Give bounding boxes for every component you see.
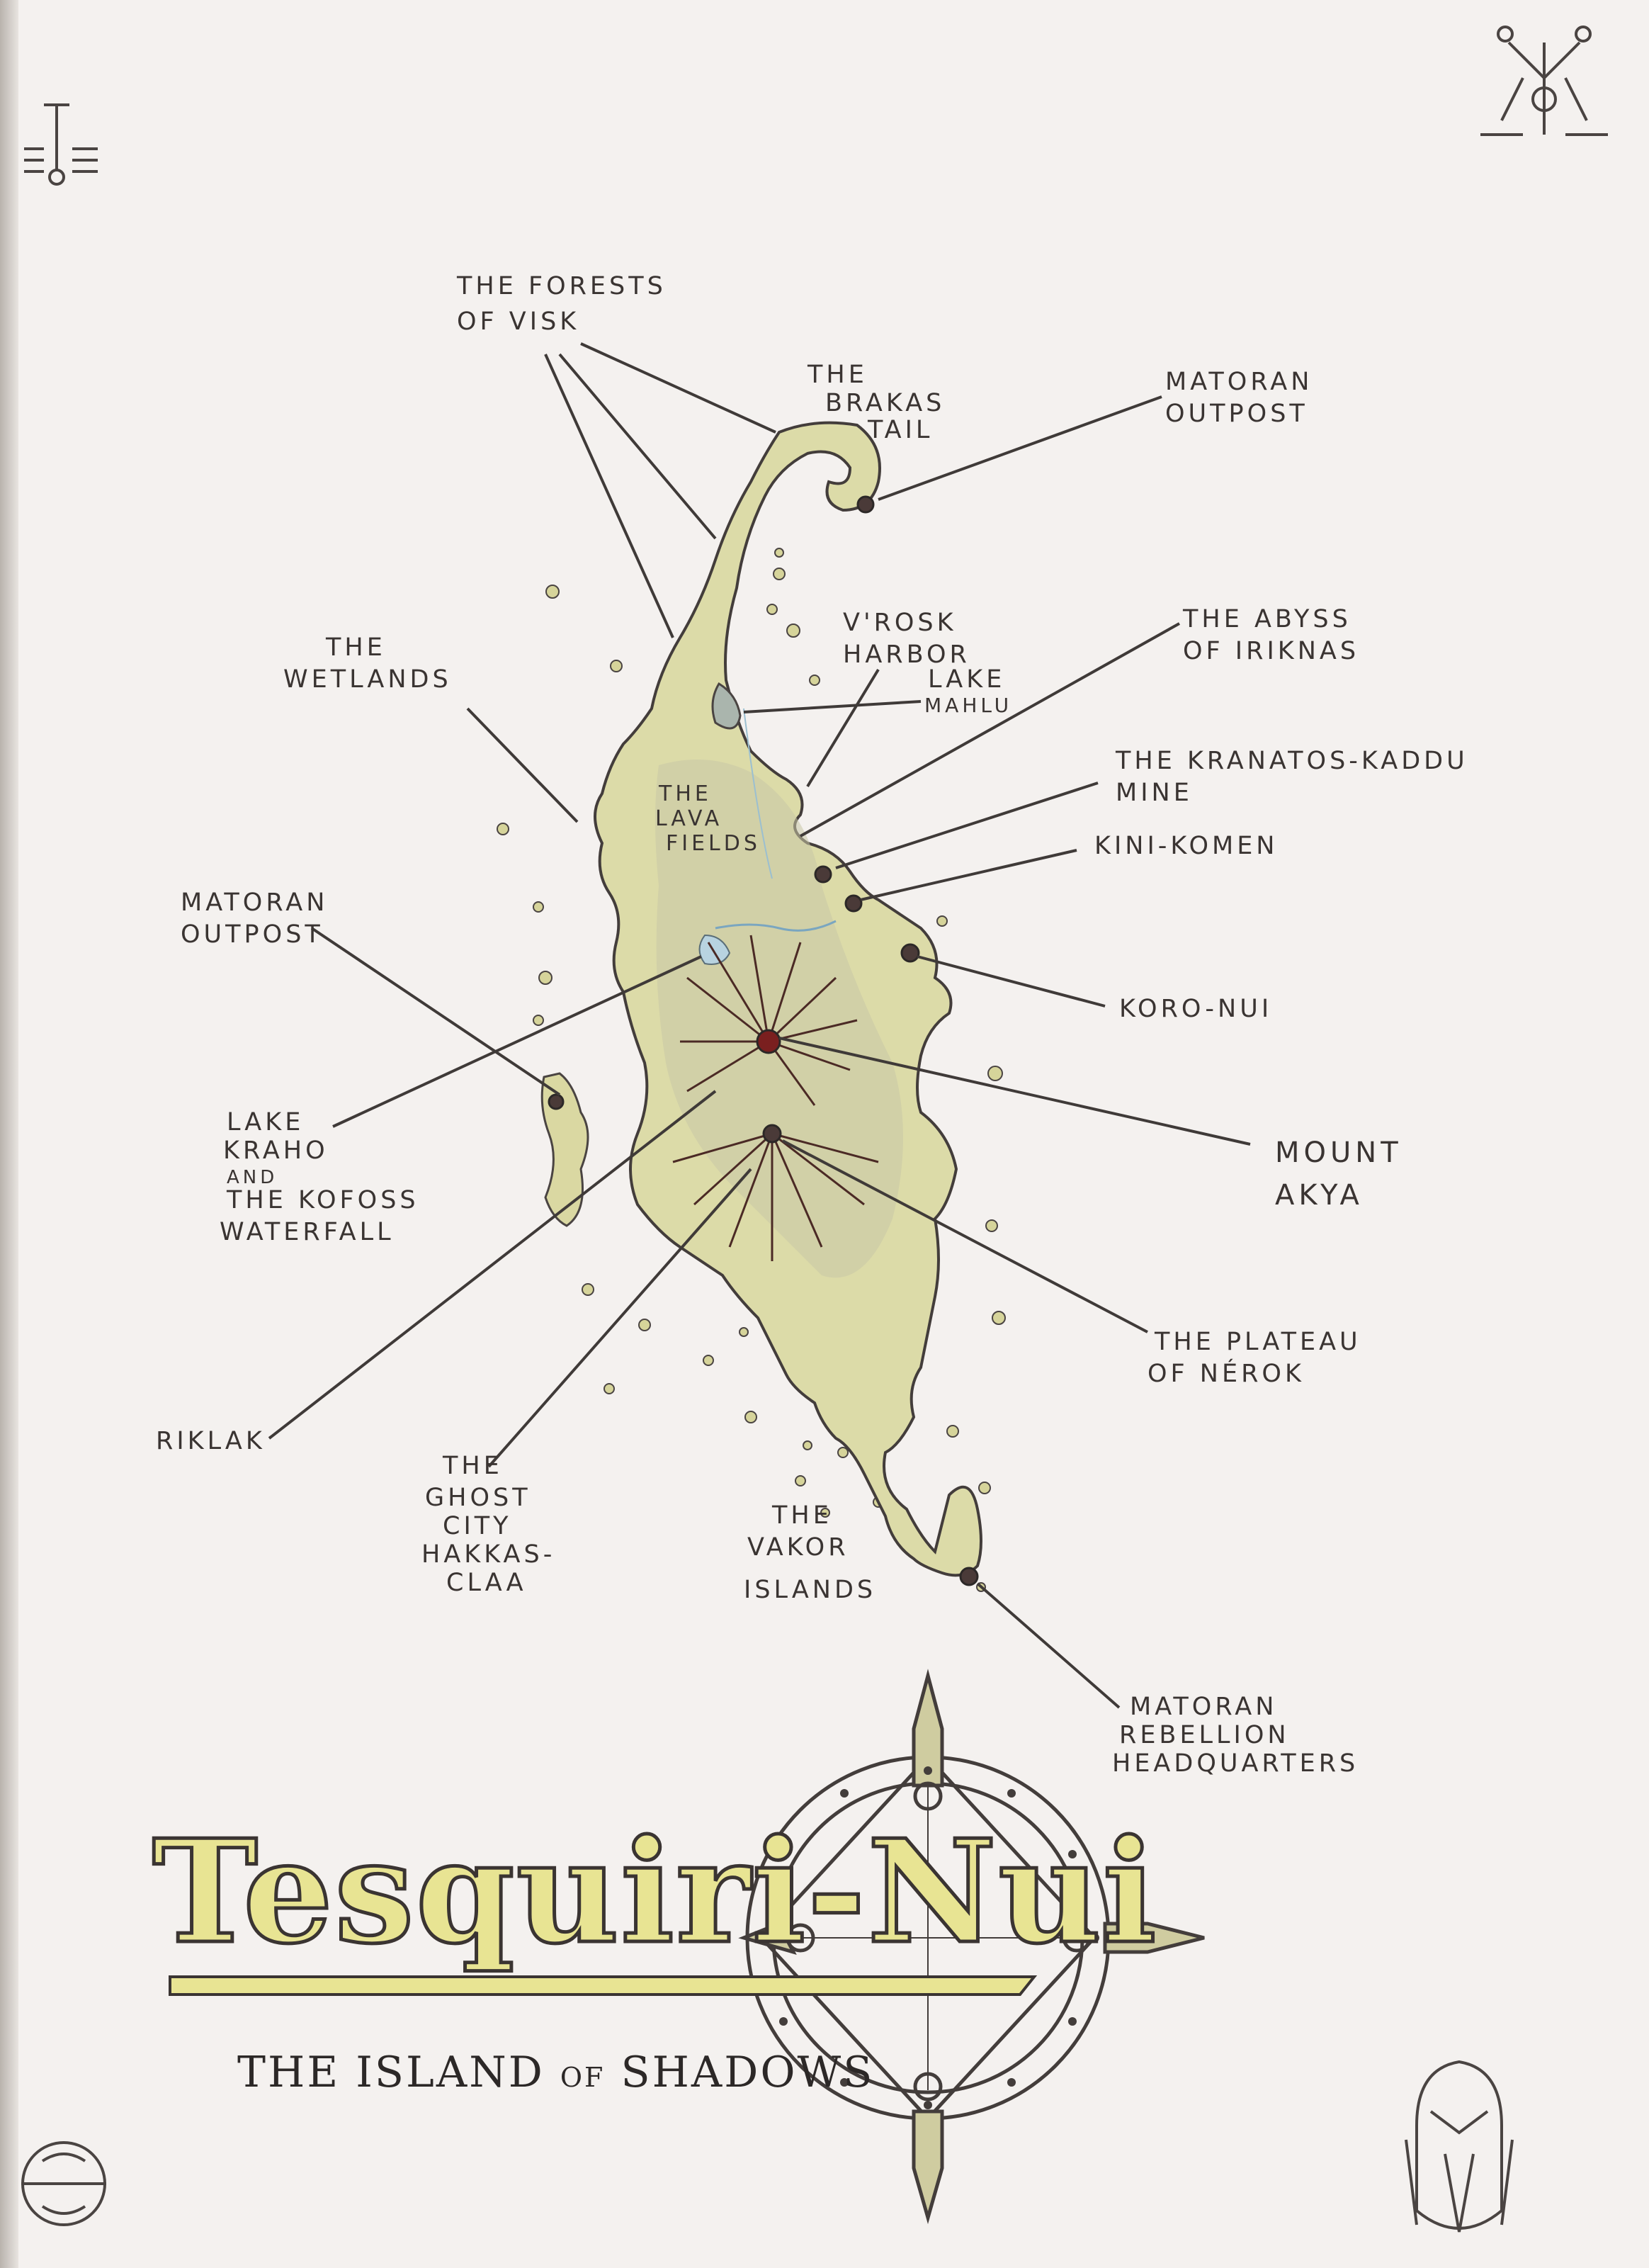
outpost-w-label-2: OUTPOST	[181, 920, 324, 949]
brakas-label-2: BRAKAS	[825, 389, 945, 417]
ghost-label-5: CLAA	[446, 1569, 527, 1597]
rebellion-hq-marker	[959, 1567, 979, 1586]
compass-rose-icon	[738, 1669, 1205, 2225]
outpost-ne-marker	[856, 495, 875, 514]
koro-nui-marker	[900, 943, 920, 963]
rebellion-label-2: REBELLION	[1119, 1721, 1290, 1749]
forests-label-2: OF VISK	[457, 308, 579, 336]
brakas-label: THE	[807, 361, 868, 389]
plateau-marker	[762, 1124, 782, 1144]
wetlands-label: THE	[325, 633, 386, 662]
vakor-label: THE	[771, 1501, 832, 1530]
mount-akya-crater-icon	[756, 1029, 781, 1054]
rebellion-label: MATORAN	[1130, 1693, 1277, 1721]
vakor-label-3: ISLANDS	[744, 1576, 876, 1604]
mahlu-label-2: MAHLU	[924, 694, 1012, 717]
map-title: Tesquiri-Nui	[152, 1809, 1158, 1975]
riklak-islet	[540, 1072, 589, 1227]
outpost-ne-label-2: OUTPOST	[1165, 400, 1308, 428]
brakas-label-3: TAIL	[867, 416, 933, 444]
kini-komen-marker	[844, 894, 863, 913]
kraho-label-4: THE KOFOSS	[226, 1186, 419, 1214]
kraho-label-2: KRAHO	[223, 1136, 329, 1165]
mine-label: THE KRANATOS-KADDU	[1115, 747, 1468, 775]
lava-label-2: LAVA	[655, 806, 722, 831]
ghost-label: THE	[442, 1452, 503, 1480]
location-markers	[548, 495, 979, 1586]
mine-label-2: MINE	[1116, 779, 1193, 807]
title-underline	[169, 1975, 1038, 1996]
map-subtitle: THE ISLAND OF SHADOWS	[237, 2048, 874, 2097]
forests-label: THE FORESTS	[456, 272, 667, 300]
lava-label: THE	[658, 782, 712, 806]
bottom-left-glyph-icon	[21, 2141, 106, 2226]
kraho-label-5: WATERFALL	[220, 1218, 395, 1246]
scattered-islets	[497, 548, 1006, 1592]
riklak-label: RIKLAK	[156, 1427, 266, 1455]
ghost-label-4: HAKKAS-	[421, 1540, 555, 1569]
top-right-glyph-icon	[1480, 26, 1608, 136]
mahlu-label: LAKE	[928, 665, 1005, 694]
lava-label-3: FIELDS	[666, 831, 761, 856]
rebellion-label-3: HEADQUARTERS	[1112, 1749, 1359, 1778]
mount-akya-label: MOUNT	[1275, 1136, 1402, 1169]
mount-akya-label-2: AKYA	[1275, 1179, 1364, 1212]
vrosk-label-2: HARBOR	[843, 641, 970, 669]
abyss-label: THE ABYSS	[1182, 605, 1352, 633]
river-north	[743, 708, 773, 879]
ghost-label-3: CITY	[443, 1512, 512, 1540]
title-block: Tesquiri-Nui THE ISLAND OF SHADOWS	[151, 1807, 1159, 2098]
abyss-label-2: OF IRIKNAS	[1183, 637, 1359, 665]
lake-mahlu	[711, 682, 742, 730]
kraho-label-3: AND	[227, 1167, 278, 1188]
nerok-label-2: OF NÉROK	[1148, 1358, 1305, 1388]
mine-marker	[814, 865, 832, 884]
outpost-ne-label: MATORAN	[1165, 368, 1313, 396]
bottom-right-mask-icon	[1405, 2060, 1514, 2233]
outpost-w-marker	[548, 1093, 565, 1110]
vakor-label-2: VAKOR	[747, 1533, 849, 1562]
nerok-label: THE PLATEAU	[1154, 1328, 1361, 1356]
river	[715, 920, 837, 932]
land-shading	[655, 760, 903, 1278]
vrosk-label: V'ROSK	[843, 609, 957, 637]
top-left-glyph-icon	[24, 103, 98, 186]
lava-rays	[672, 935, 879, 1261]
outpost-w-label: MATORAN	[181, 888, 328, 917]
koro-nui-label: KORO-NUI	[1119, 995, 1272, 1023]
leader-lines	[268, 342, 1251, 1709]
place-labels: THE FORESTS OF VISK THE BRAKAS TAIL MATO…	[156, 272, 1468, 1778]
compass-studs	[756, 1766, 1099, 2109]
kini-komen-label: KINI-KOMEN	[1094, 832, 1279, 860]
ghost-label-2: GHOST	[425, 1484, 531, 1512]
kraho-label: LAKE	[227, 1108, 304, 1136]
wetlands-label-2: WETLANDS	[283, 665, 452, 694]
